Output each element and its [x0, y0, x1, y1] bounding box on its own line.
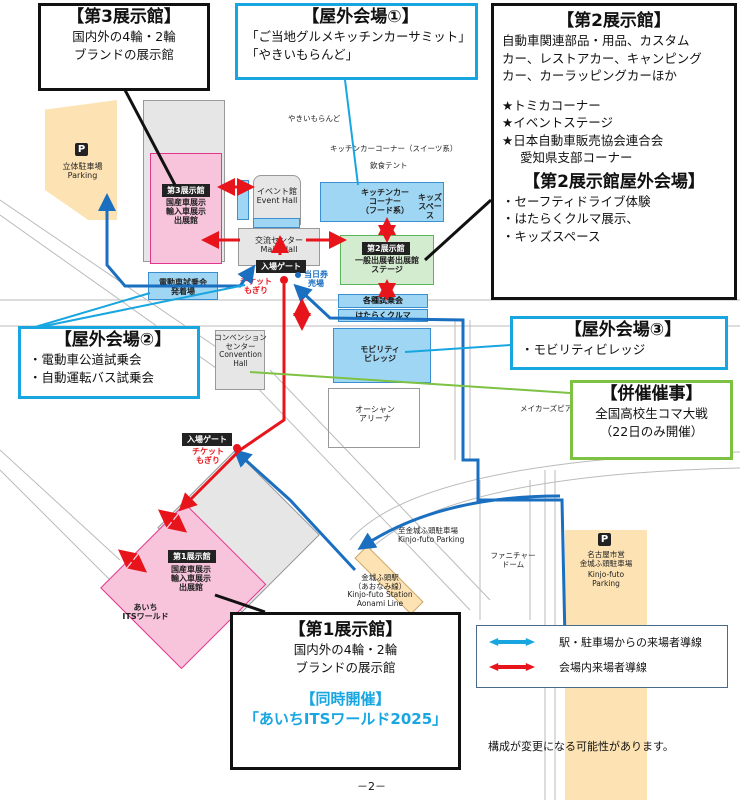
hall2-outdoor-line: ・キッズスペース	[502, 228, 601, 244]
same-day-dot	[295, 272, 301, 278]
route-parking-to-main	[125, 264, 256, 288]
entrance-gate-south: 入場ゲート	[182, 433, 232, 446]
event-hall	[253, 175, 301, 225]
outdoor1-line: 「ご当地グルメキッチンカーサミット」	[246, 29, 471, 45]
hall2-line: カー、カーラッピングカーほか	[502, 68, 677, 84]
outdoor1-callout: 【屋外会場①】 「ご当地グルメキッチンカーサミット」 「やきいもらんど」	[235, 3, 478, 80]
outdoor1-line: 「やきいもらんど」	[246, 46, 359, 62]
route-east	[293, 283, 567, 641]
outdoor3-callout: 【屋外会場③】 ・モビリティビレッジ	[510, 316, 728, 370]
hall1-tag: 第1展示館	[168, 550, 216, 563]
yakiimo-label: やきいもらんど	[288, 114, 341, 123]
outdoor2-title: 【屋外会場②】	[54, 330, 172, 350]
kitchen-food-label: キッチンカーコーナー（フード系）	[361, 188, 409, 216]
parking-icon: P	[598, 533, 611, 546]
convention-hall	[215, 330, 265, 390]
hall1-desc: 国産車展示輸入車展示出展館	[171, 565, 211, 593]
hall2-line: ★日本自動車販売協会連合会	[502, 132, 664, 148]
route-red-main	[178, 284, 286, 512]
legend-blue-arrow-icon	[489, 638, 535, 646]
hall2-outdoor-line: ・はたらくクルマ展示、	[502, 211, 639, 227]
hall1-callout: 【第1展示館】 国内外の4輪・2輪 ブランドの展示館 【同時開催】 「あいちIT…	[230, 612, 461, 770]
mobility-village-zone	[333, 328, 431, 383]
route-kinjo	[357, 494, 561, 550]
route-parking-left	[98, 193, 180, 288]
hall3-callout-line: 国内外の4輪・2輪	[72, 29, 176, 45]
hall2-outdoor-title: 【第2展示館屋外会場】	[523, 171, 705, 192]
event-line: 全国高校生コマ大戦	[595, 406, 708, 422]
hall3-desc: 国産車展示輸入車展示出展館	[166, 198, 206, 226]
ocean-label: オーシャンアリーナ	[355, 405, 395, 424]
outdoor3-line: ・モビリティビレッジ	[521, 342, 646, 358]
outdoor2-callout: 【屋外会場②】 ・電動車公道試乗会 ・自動運転バス試乗会	[18, 326, 200, 399]
hall2-line: ★トミカコーナー	[502, 97, 601, 113]
parking-icon: P	[75, 143, 88, 156]
hall2-desc: 一般出展者出展館ステージ	[355, 256, 419, 275]
hall1-callout-title: 【第1展示館】	[288, 620, 403, 640]
legend-red-arrow-icon	[489, 663, 535, 671]
legend: 駅・駐車場からの来場者導線 会場内来場者導線	[476, 625, 728, 688]
kids-label: キッズスペース	[418, 193, 442, 221]
hall1-callout-line: 国内外の4輪・2輪	[293, 642, 398, 658]
hall2-line: ★イベントステージ	[502, 115, 613, 131]
ticket-main-dot	[280, 276, 288, 284]
kitchen-sweets-label: キッチンカーコーナー（スイーツ系）	[330, 144, 458, 153]
change-note: 構成が変更になる可能性があります。	[488, 740, 674, 753]
legend-label: 駅・駐車場からの来場者導線	[559, 636, 702, 649]
concurrent-title: 【同時開催】	[300, 690, 391, 709]
outdoor3-title: 【屋外会場③】	[564, 320, 682, 340]
hall3-tag: 第3展示館	[162, 184, 210, 197]
mobility-label: モビリティビレッジ	[360, 345, 400, 364]
ticket-main: チケットもぎり	[240, 277, 272, 296]
ev-test-label: 電動車試乗会発着場	[159, 278, 207, 297]
hall2-line: 愛知県支部コーナー	[520, 150, 633, 166]
sweets-zone	[253, 218, 300, 228]
ticket-south-dot	[233, 444, 241, 452]
page-number: －2－	[357, 780, 386, 793]
dome-label: ファニチャードーム	[490, 551, 536, 569]
event-line: （22日のみ開催）	[599, 423, 704, 439]
outdoor2-line: ・電動車公道試乗会	[29, 352, 142, 368]
hall3-callout-title: 【第3展示館】	[67, 7, 181, 27]
ticket-south: チケットもぎり	[192, 447, 224, 466]
event-title: 【併催催事】	[600, 384, 703, 404]
same-day-ticket: 当日券売場	[304, 270, 328, 289]
hall2-tag: 第2展示館	[362, 242, 410, 255]
hall2-line: カー、レストアカー、キャンピング	[502, 50, 702, 66]
route-station	[233, 448, 357, 572]
legend-label: 会場内来場者導線	[559, 661, 647, 674]
entrance-gate-main: 入場ゲート	[256, 260, 306, 273]
outdoor2-line: ・自動運転バス試乗会	[29, 369, 155, 385]
outdoor1-title: 【屋外会場①】	[302, 7, 419, 27]
hall3-callout: 【第3展示館】 国内外の4輪・2輪 ブランドの展示館	[38, 3, 210, 91]
maker-label: メイカーズピア	[520, 404, 573, 413]
concurrent-name: 「あいちITSワールド2025」	[243, 709, 448, 728]
ocean-arena	[328, 388, 420, 448]
hall2-outdoor-line: ・セーフティドライブ体験	[502, 193, 651, 209]
hall3-callout-line: ブランドの展示館	[73, 46, 174, 62]
hall2-callout: 【第2展示館】 自動車関連部品・用品、カスタム カー、レストアカー、キャンピング…	[491, 3, 737, 300]
event-callout: 【併催催事】 全国高校生コマ大戦 （22日のみ開催）	[570, 380, 733, 460]
hall2-line: 自動車関連部品・用品、カスタム	[502, 33, 690, 49]
hall2-callout-title: 【第2展示館】	[557, 11, 671, 31]
hall1-callout-line: ブランドの展示館	[295, 659, 396, 675]
food-tent-label: 飲食テント	[370, 161, 408, 170]
